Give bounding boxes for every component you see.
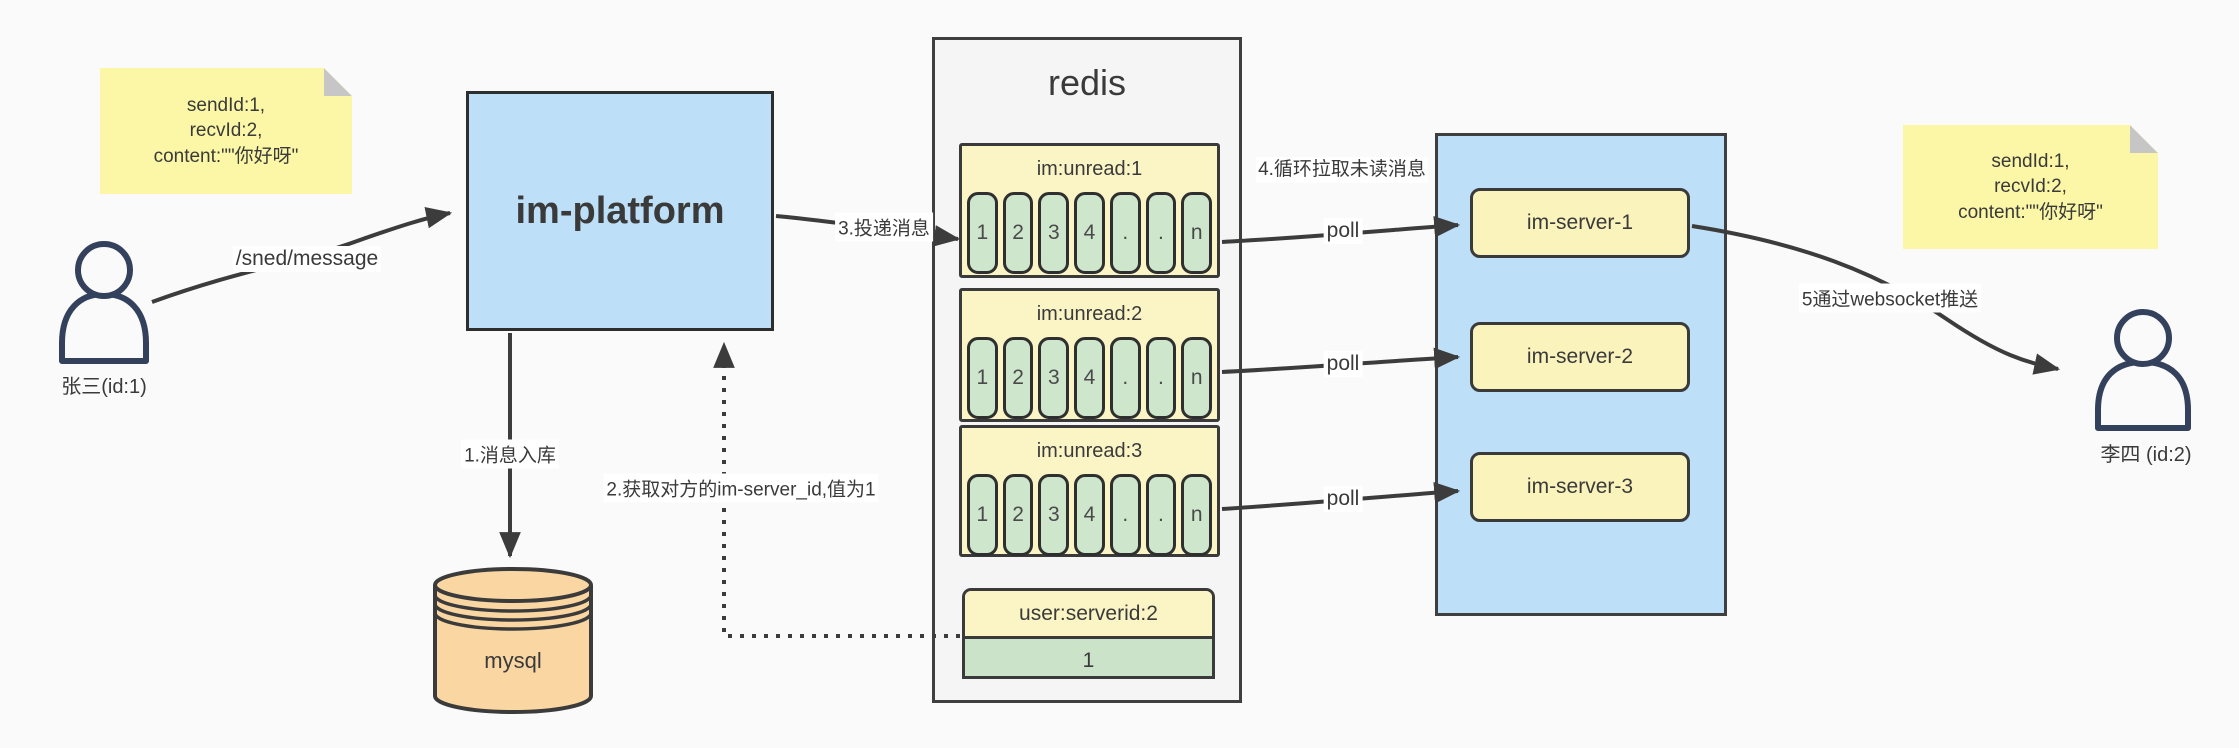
sticky-note-right: sendId:1, recvId:2, content:""你好呀"	[1903, 125, 2158, 249]
queue-cell: n	[1181, 337, 1213, 419]
queue-name: im:unread:2	[1036, 302, 1143, 325]
database-icon	[433, 567, 593, 714]
note-line: content:""你好呀"	[1958, 201, 2103, 223]
queue-im-unread-2: im:unread:2 1 2 3 4 . . n	[959, 288, 1220, 422]
label-poll-3: poll	[1323, 486, 1363, 512]
user-serverid-box: user:serverid:2 1	[962, 588, 1215, 679]
queue-cells: 1 2 3 4 . . n	[962, 337, 1217, 419]
label-step5: 5通过websocket推送	[1798, 283, 1982, 313]
im-server-3-label: im-server-3	[1526, 475, 1634, 498]
label-step4: 4.循环拉取未读消息	[1256, 157, 1428, 183]
queue-cell: .	[1145, 337, 1177, 419]
im-platform-node: im-platform	[466, 91, 774, 331]
queue-cells: 1 2 3 4 . . n	[962, 474, 1217, 556]
note-line: content:""你好呀"	[153, 145, 299, 167]
user-serverid-key: user:serverid:2	[965, 591, 1212, 636]
label-step2: 2.获取对方的im-server_id,值为1	[603, 473, 879, 503]
im-server-2-node: im-server-2	[1470, 322, 1690, 392]
im-server-3-node: im-server-3	[1470, 452, 1690, 522]
note-line: sendId:1,	[1991, 150, 2070, 172]
queue-cell: n	[1181, 192, 1213, 274]
queue-cell: 2	[1002, 337, 1034, 419]
queue-im-unread-3: im:unread:3 1 2 3 4 . . n	[959, 425, 1220, 557]
label-step1: 1.消息入库	[461, 439, 559, 469]
queue-cell: .	[1145, 474, 1177, 556]
im-server-1-node: im-server-1	[1470, 188, 1690, 258]
im-platform-label: im-platform	[515, 189, 725, 232]
sender-label: 张三(id:1)	[61, 376, 147, 398]
queue-name: im:unread:1	[1036, 157, 1143, 180]
queue-cell: 4	[1074, 337, 1105, 419]
queue-cell: 4	[1074, 192, 1105, 274]
queue-cell: .	[1109, 337, 1141, 419]
queue-cell: 3	[1038, 474, 1070, 556]
queue-cell: 4	[1074, 474, 1105, 556]
queue-cell: 1	[967, 474, 998, 556]
note-line: recvId:2,	[1994, 176, 2067, 198]
redis-title: redis	[1047, 62, 1127, 103]
queue-name: im:unread:3	[1036, 439, 1143, 462]
queue-cell: 1	[967, 192, 998, 274]
label-step3: 3.投递消息	[835, 212, 933, 242]
queue-cell: 2	[1002, 474, 1034, 556]
sticky-note-left: sendId:1, recvId:2, content:""你好呀"	[100, 68, 352, 194]
queue-cell: 3	[1038, 192, 1070, 274]
mysql-label: mysql	[484, 648, 542, 673]
im-server-2-label: im-server-2	[1526, 345, 1634, 368]
user-icon-sender	[59, 241, 149, 364]
note-line: sendId:1,	[186, 94, 266, 116]
queue-cell: n	[1181, 474, 1213, 556]
receiver-label: 李四 (id:2)	[2100, 444, 2192, 466]
queue-cell: 1	[967, 337, 998, 419]
note-line: recvId:2,	[189, 120, 263, 142]
user-serverid-value: 1	[965, 636, 1212, 676]
label-poll-2: poll	[1323, 351, 1363, 377]
queue-cell: .	[1109, 474, 1141, 556]
label-send-message: /sned/message	[232, 246, 382, 272]
queue-cell: 3	[1038, 337, 1070, 419]
queue-im-unread-1: im:unread:1 1 2 3 4 . . n	[959, 143, 1220, 278]
queue-cell: .	[1109, 192, 1141, 274]
im-server-1-label: im-server-1	[1526, 211, 1634, 234]
label-poll-1: poll	[1323, 218, 1363, 244]
queue-cell: 2	[1002, 192, 1034, 274]
queue-cell: .	[1145, 192, 1177, 274]
user-icon-receiver	[2095, 309, 2191, 431]
queue-cells: 1 2 3 4 . . n	[962, 192, 1217, 274]
